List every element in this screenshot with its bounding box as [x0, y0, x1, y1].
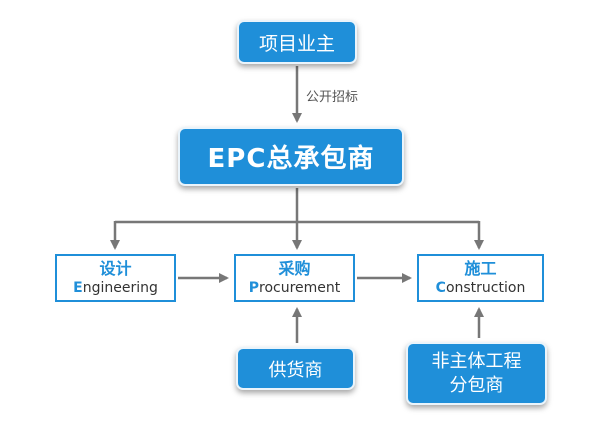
edge-label-public-tender: 公开招标 — [306, 90, 359, 105]
node-non-main-subcontractor: 非主体工程 分包商 — [406, 342, 547, 405]
node-construction-cn-label: 施工 — [464, 258, 497, 278]
node-construction-en-rest: onstruction — [445, 279, 526, 296]
node-project-owner: 项目业主 — [237, 20, 357, 64]
node-construction: 施工 Construction — [417, 254, 544, 302]
node-project-owner-label: 项目业主 — [258, 32, 335, 55]
node-procurement-en-initial: P — [248, 279, 259, 296]
node-procurement-en-rest: rocurement — [259, 279, 341, 296]
node-design-cn-label: 设计 — [99, 258, 132, 278]
node-design: 设计 Engineering — [55, 254, 176, 302]
node-design-en-rest: ngineering — [82, 279, 158, 296]
node-procurement: 采购 Procurement — [234, 254, 355, 302]
node-supplier-label: 供货商 — [268, 359, 323, 381]
node-procurement-en-label: Procurement — [249, 279, 341, 298]
node-procurement-cn-label: 采购 — [278, 258, 311, 278]
node-subcontractor-line1: 非主体工程 — [431, 350, 522, 372]
node-construction-en-initial: C — [435, 279, 446, 296]
node-construction-en-label: Construction — [436, 279, 526, 298]
node-epc-contractor-label: EPC总承包商 — [207, 144, 375, 174]
node-design-en-label: Engineering — [73, 279, 158, 298]
node-subcontractor-line2: 分包商 — [449, 374, 504, 396]
node-epc-contractor: EPC总承包商 — [178, 127, 404, 186]
node-design-en-initial: E — [73, 279, 83, 296]
node-supplier: 供货商 — [236, 347, 355, 390]
